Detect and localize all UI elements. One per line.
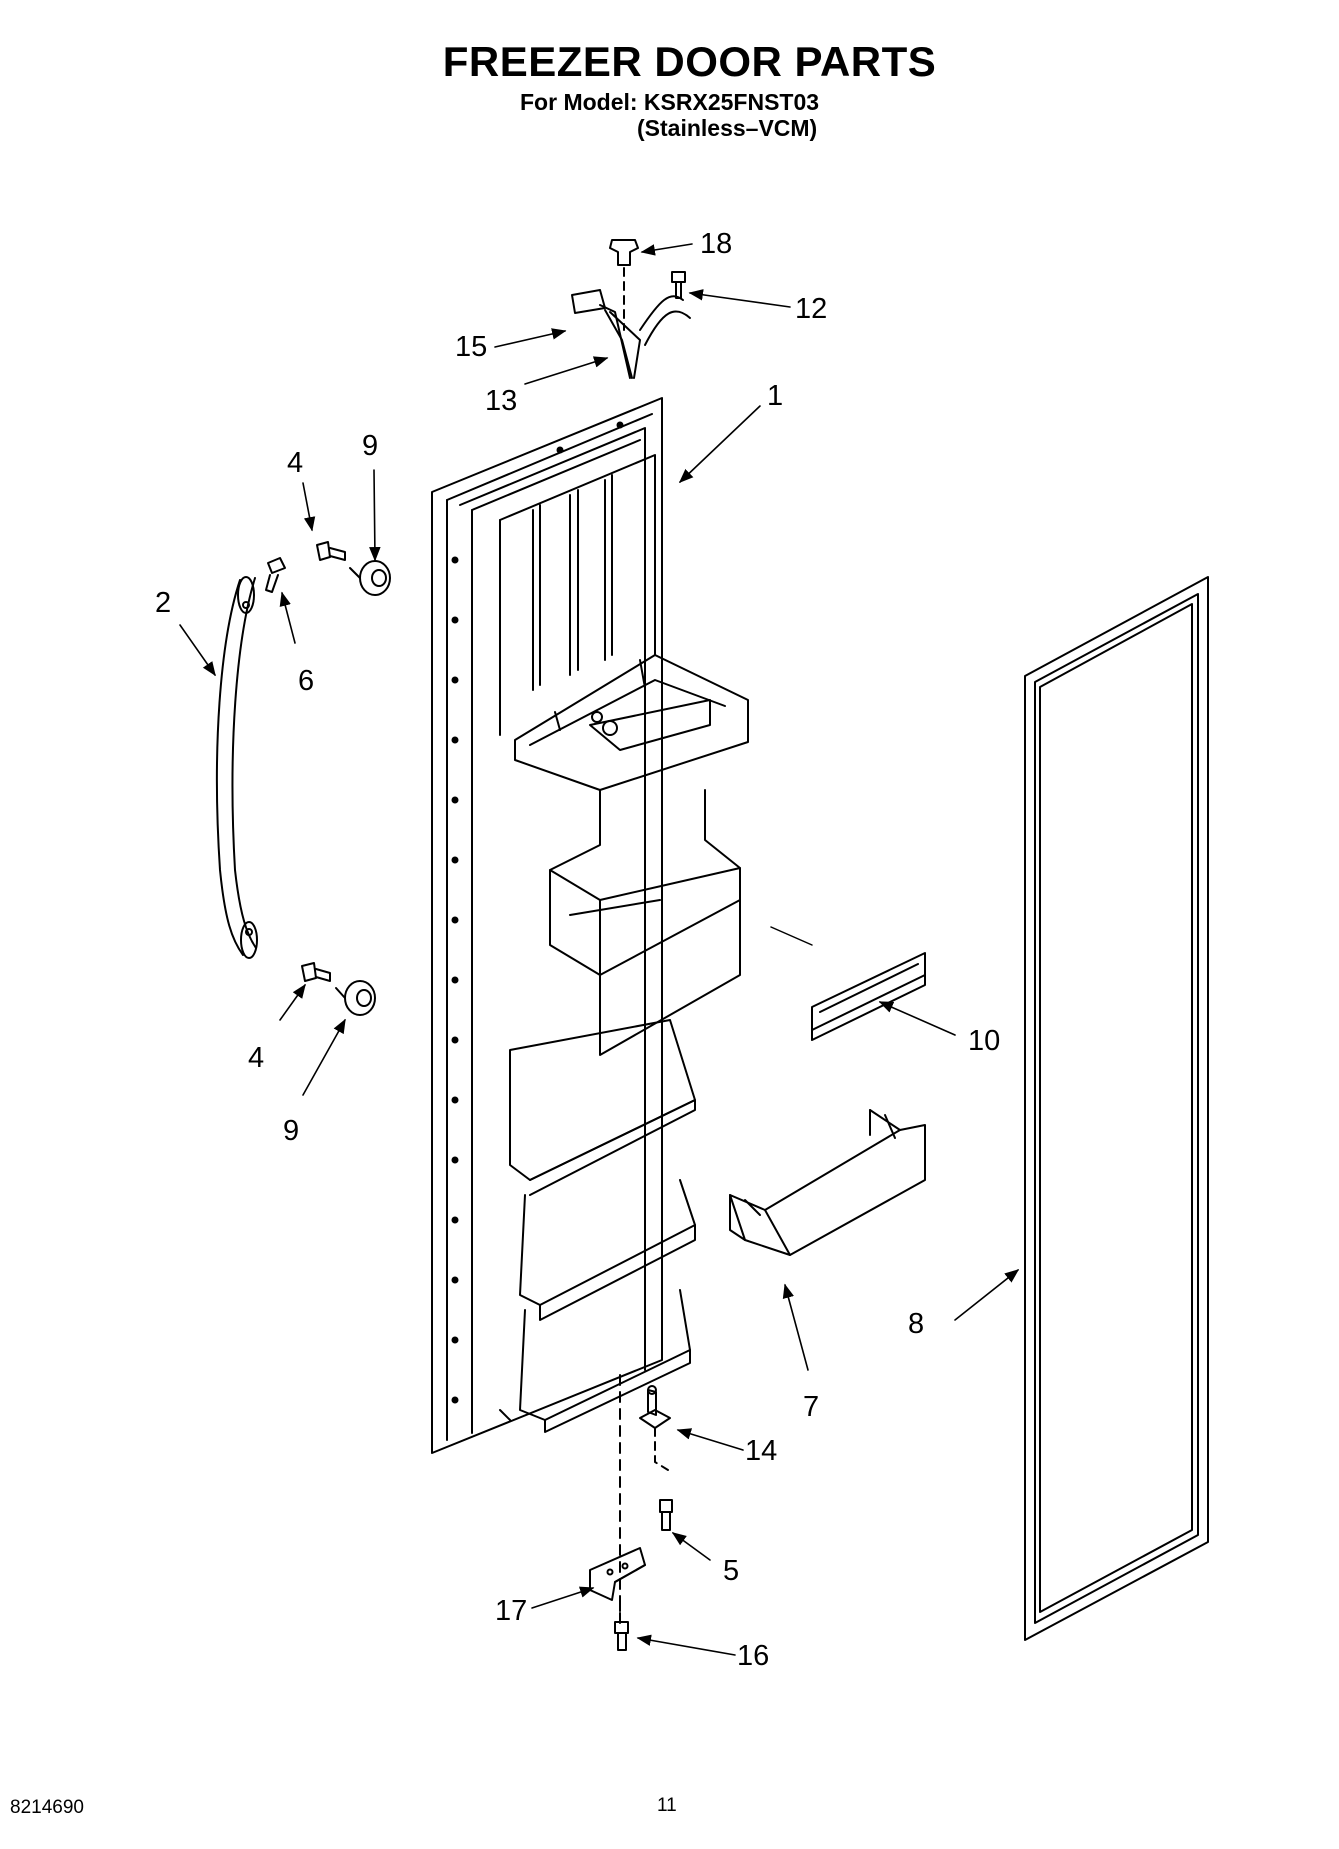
part-16-screw: [614, 1621, 629, 1651]
leader-lines: [179, 243, 1020, 1656]
page-title: FREEZER DOOR PARTS: [442, 38, 937, 85]
callout-13: 13: [485, 385, 517, 417]
callout-4-top: 4: [287, 447, 303, 479]
part-2-handle: [215, 576, 258, 959]
callout-17: 17: [495, 1595, 527, 1627]
part-8-gasket: [1024, 576, 1209, 1641]
part-6-screw: [265, 557, 286, 593]
callout-9-bottom: 9: [283, 1115, 299, 1147]
callout-labels: 18 12 15 13 1 4 9 2 6 4 9 10 8 7 14 5 17…: [155, 228, 1000, 1672]
part-4-screw-top: [316, 541, 346, 561]
callout-5: 5: [723, 1555, 739, 1587]
part-7-bin: [729, 1109, 926, 1256]
document-number: 8214690: [10, 1797, 84, 1818]
callout-8: 8: [908, 1308, 924, 1340]
callout-14: 14: [745, 1435, 777, 1467]
model-line: For Model: KSRX25FNST03: [520, 89, 820, 115]
part-9-spacer-bottom: [335, 980, 376, 1016]
callout-1: 1: [767, 380, 783, 412]
part-9-spacer-top: [349, 560, 391, 596]
part-14-hinge-pin: [619, 1374, 671, 1626]
callout-4-bottom: 4: [248, 1042, 264, 1074]
callout-18: 18: [700, 228, 732, 260]
callout-16: 16: [737, 1640, 769, 1672]
variant-line: (Stainless–VCM): [637, 115, 818, 141]
part-15-harness: [571, 289, 691, 379]
callout-6: 6: [298, 665, 314, 697]
callout-12: 12: [795, 293, 827, 325]
part-12-screw: [671, 271, 686, 299]
part-17-hinge: [589, 1547, 646, 1626]
callout-9-top: 9: [362, 430, 378, 462]
part-4-screw-bottom: [301, 962, 331, 982]
callout-15: 15: [455, 331, 487, 363]
callout-2: 2: [155, 587, 171, 619]
page-number: 11: [657, 1795, 677, 1816]
callout-10: 10: [968, 1025, 1000, 1057]
part-18-plug: [609, 239, 639, 331]
freezer-door-panel: [431, 397, 749, 1454]
part-5-screw: [659, 1499, 673, 1531]
callout-7: 7: [803, 1391, 819, 1423]
part-10-trim: [770, 926, 926, 1041]
